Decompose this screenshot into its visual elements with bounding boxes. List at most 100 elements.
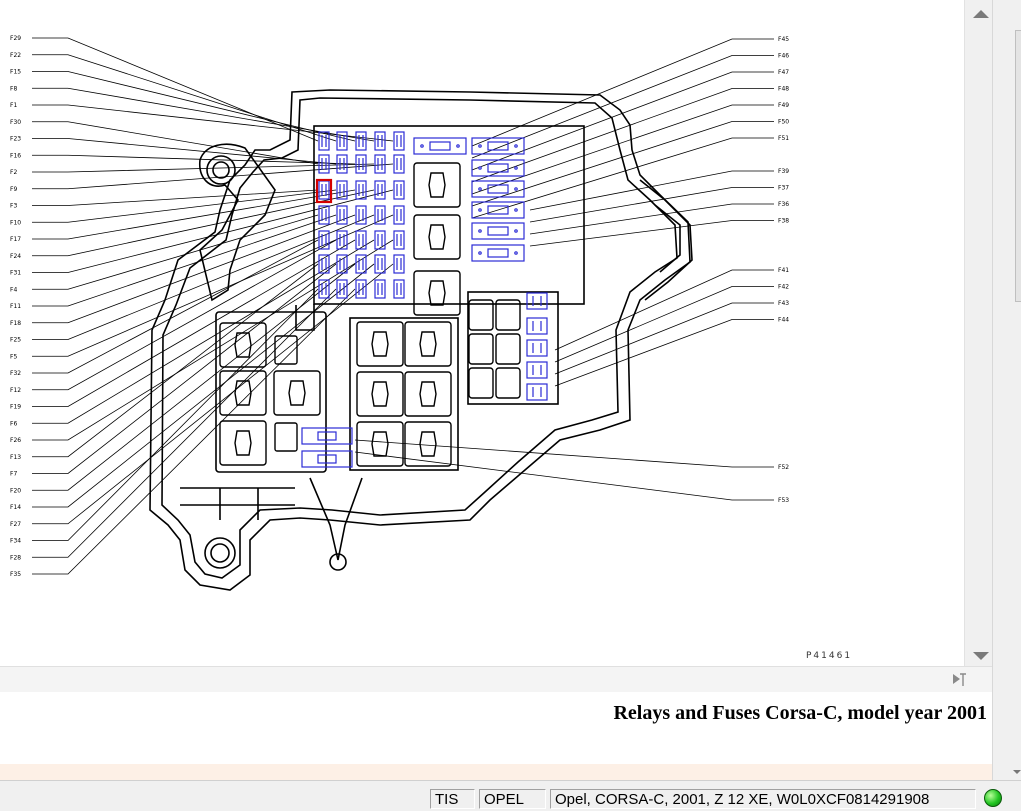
fuse-label: F49 bbox=[778, 102, 789, 109]
leader-line bbox=[32, 239, 394, 441]
fuse-label: F37 bbox=[778, 185, 789, 192]
mini-fuse bbox=[374, 279, 386, 299]
scroll-up-arrow-icon[interactable] bbox=[973, 10, 989, 18]
mini-fuse bbox=[393, 180, 405, 200]
maxi-fuse bbox=[471, 159, 525, 177]
fuse-label: F51 bbox=[778, 135, 789, 142]
fuse-label: F42 bbox=[778, 284, 789, 291]
highlighted-fuse bbox=[315, 178, 333, 204]
mini-fuse bbox=[336, 279, 348, 299]
fuse-label: F39 bbox=[778, 168, 789, 175]
fuse-label: F2 bbox=[10, 169, 17, 176]
relay bbox=[219, 420, 267, 466]
leader-line bbox=[32, 239, 337, 391]
mini-fuse bbox=[393, 131, 405, 151]
mini-fuse bbox=[355, 279, 367, 299]
relay bbox=[273, 370, 321, 416]
relay bbox=[413, 214, 461, 260]
leader-line bbox=[554, 286, 774, 363]
fuse-box-diagram: F29F22F15F8F1F30F23F16F2F9F3F10F17F24F31… bbox=[10, 35, 850, 661]
fuse-label: F25 bbox=[10, 337, 21, 344]
mini-fuse bbox=[374, 205, 386, 225]
leader-line bbox=[529, 203, 774, 235]
mini-fuse bbox=[526, 383, 548, 401]
mini-fuse bbox=[336, 254, 348, 274]
mini-fuse bbox=[318, 205, 330, 225]
status-bar: TIS OPEL Opel, CORSA-C, 2001, Z 12 XE, W… bbox=[0, 780, 1021, 811]
relay bbox=[413, 162, 461, 208]
fuse-label: F5 bbox=[10, 353, 17, 360]
leader-line bbox=[32, 163, 394, 190]
leader-line bbox=[32, 163, 375, 173]
relay bbox=[468, 367, 494, 399]
maxi-fuse bbox=[471, 137, 525, 155]
fuse-label: F14 bbox=[10, 504, 21, 511]
fuse-label: F53 bbox=[778, 497, 789, 504]
leader-line bbox=[32, 189, 356, 240]
scrollbar-thumb[interactable] bbox=[1015, 30, 1021, 302]
fuse-label: F24 bbox=[10, 253, 21, 260]
fuse-label: F3 bbox=[10, 203, 17, 210]
fuse-label: F11 bbox=[10, 303, 21, 310]
leader-line bbox=[32, 239, 375, 424]
fuse-label: F38 bbox=[778, 218, 789, 225]
leader-line bbox=[32, 154, 356, 165]
mini-fuse bbox=[526, 317, 548, 335]
mini-fuse bbox=[393, 254, 405, 274]
relay bbox=[356, 321, 404, 367]
leader-line bbox=[554, 319, 774, 387]
mini-fuse bbox=[318, 230, 330, 250]
leader-line bbox=[32, 87, 375, 142]
fuse-label: F8 bbox=[10, 85, 17, 92]
mini-fuse bbox=[374, 254, 386, 274]
fuse-label: F36 bbox=[778, 201, 789, 208]
fuse-label: F7 bbox=[10, 471, 17, 478]
leader-line bbox=[32, 189, 394, 273]
leader-line bbox=[32, 239, 356, 407]
scroll-down-arrow-icon[interactable] bbox=[973, 652, 989, 660]
fuse-label: F26 bbox=[10, 437, 21, 444]
fuse-label: F13 bbox=[10, 454, 21, 461]
fuse-label: F9 bbox=[10, 186, 17, 193]
fuse-label: F43 bbox=[778, 300, 789, 307]
fuse-label: F41 bbox=[778, 267, 789, 274]
leader-line bbox=[32, 214, 394, 357]
leader-line bbox=[554, 269, 774, 351]
mini-fuse bbox=[393, 230, 405, 250]
mini-fuse bbox=[393, 154, 405, 174]
relay bbox=[495, 367, 521, 399]
relay bbox=[274, 422, 298, 452]
fuse-label: F29 bbox=[10, 35, 21, 42]
scroll-down-arrow-icon[interactable] bbox=[1013, 770, 1021, 774]
leader-line bbox=[529, 170, 774, 211]
relays bbox=[219, 162, 521, 467]
mini-fuse bbox=[336, 205, 348, 225]
mini-fuse bbox=[355, 205, 367, 225]
leader-line bbox=[32, 263, 375, 508]
mini-fuse bbox=[526, 292, 548, 310]
leader-line bbox=[32, 214, 319, 290]
mini-fuse bbox=[336, 180, 348, 200]
mini-fuse bbox=[374, 230, 386, 250]
leader-line bbox=[471, 38, 774, 147]
leader-lines bbox=[32, 37, 774, 575]
fuse-label: F34 bbox=[10, 538, 21, 545]
maxi-fuse bbox=[471, 222, 525, 240]
fuse-label: F23 bbox=[10, 136, 21, 143]
leader-line bbox=[32, 37, 319, 142]
fuse-label: F47 bbox=[778, 69, 789, 76]
mini-fuse bbox=[374, 131, 386, 151]
maxi-fuse bbox=[471, 244, 525, 262]
diagram-vertical-scrollbar[interactable] bbox=[964, 0, 993, 666]
fuse-label: F31 bbox=[10, 270, 21, 277]
fuse-label: F32 bbox=[10, 370, 21, 377]
leader-line bbox=[32, 263, 319, 458]
caption-area: Relays and Fuses Corsa-C, model year 200… bbox=[0, 692, 992, 764]
mini-fuse bbox=[393, 279, 405, 299]
mini-fuse bbox=[393, 205, 405, 225]
mini-fuse bbox=[318, 279, 330, 299]
page-vertical-scrollbar[interactable] bbox=[992, 0, 1021, 780]
split-arrow-icon[interactable] bbox=[952, 672, 966, 686]
mini-fuse bbox=[336, 230, 348, 250]
